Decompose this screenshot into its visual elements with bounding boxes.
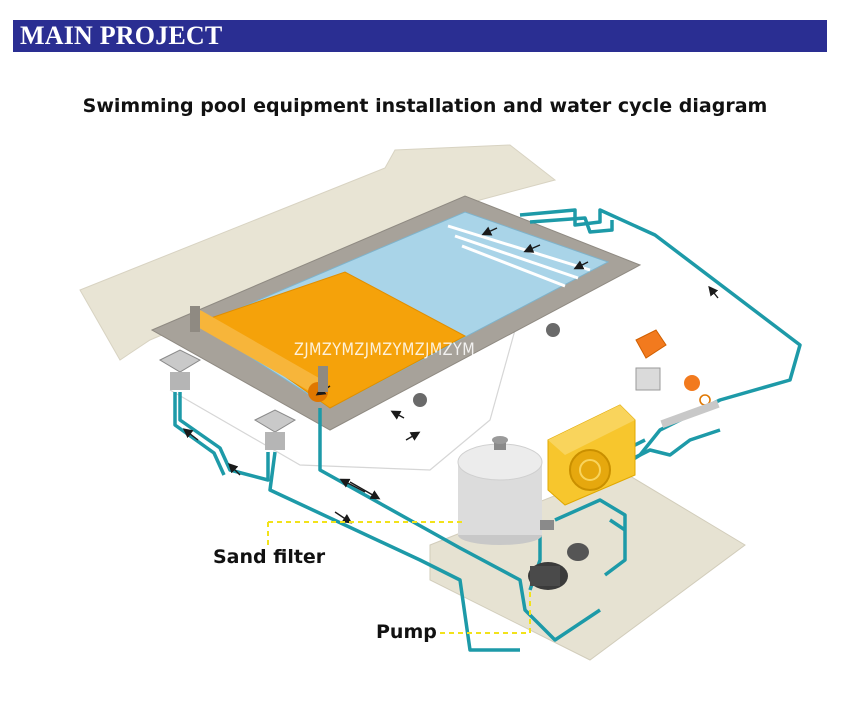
control-unit-orange xyxy=(635,329,667,359)
valve-manifold xyxy=(660,399,720,429)
wall-inlet xyxy=(546,323,560,337)
roller-post xyxy=(318,366,328,392)
wall-inlet xyxy=(413,393,427,407)
heat-pump xyxy=(547,404,636,506)
pump-unit xyxy=(528,520,589,590)
control-box-grey xyxy=(635,367,661,391)
skimmer-box xyxy=(158,349,202,390)
watermark-text: ZJMZYMZJMZYMZJMZYM xyxy=(294,340,476,360)
cover-roller xyxy=(190,310,323,393)
main-project-banner: MAIN PROJECT xyxy=(13,20,827,52)
pipe-flow-arrows xyxy=(182,285,719,524)
label-pump: Pump xyxy=(376,621,437,643)
label-sand-filter: Sand filter xyxy=(213,546,326,568)
roller-post xyxy=(190,306,200,332)
callout-leaders xyxy=(267,521,531,634)
banner-title: MAIN PROJECT xyxy=(20,21,223,50)
skimmer-box xyxy=(253,409,297,450)
timer-orange xyxy=(684,375,700,391)
sand-filter-tank xyxy=(457,436,543,545)
water-flow-arrows xyxy=(481,226,589,270)
diagram-title: Swimming pool equipment installation and… xyxy=(82,95,768,117)
pool-steps xyxy=(447,224,591,288)
pipe-network xyxy=(173,208,802,652)
